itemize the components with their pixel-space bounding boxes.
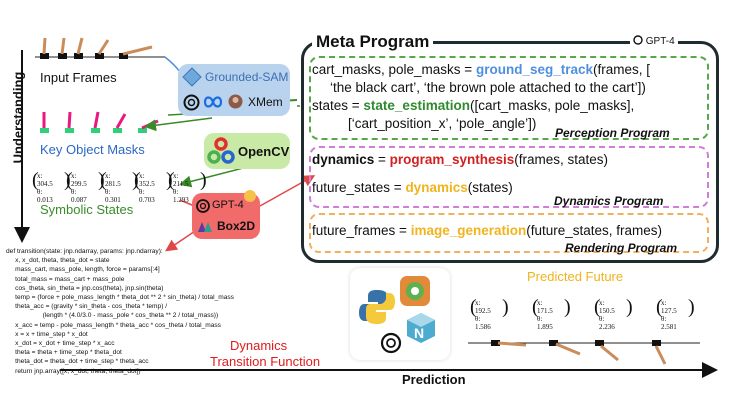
- input-frames-label: Input Frames: [40, 70, 117, 85]
- state-x: x: 171.5: [537, 299, 553, 315]
- opencv-box: OpenCV: [204, 133, 290, 169]
- ground-seg-track-fn: ground_seg_track: [475, 62, 593, 77]
- dynamics-program-title: Dynamics Program: [554, 194, 664, 208]
- state-theta: θ: 0.013: [37, 188, 53, 204]
- transition-label-line-1: Dynamics: [230, 338, 288, 353]
- xmem-label: XMem: [248, 95, 283, 109]
- grounded-sam-label: Grounded-SAM: [205, 70, 289, 84]
- symbolic-states-label: Symbolic States: [40, 202, 134, 217]
- meta-program-title: Meta Program: [312, 32, 434, 52]
- code-text: future_frames =: [312, 223, 411, 238]
- state-theta: θ: 1.895: [537, 315, 553, 331]
- input-frames-strip: [35, 37, 165, 59]
- openai-icon: [183, 94, 200, 111]
- key-object-masks-label: Key Object Masks: [40, 142, 145, 157]
- transition-label: Dynamics Transition Function: [210, 338, 320, 370]
- rendering-tools-panel: N: [350, 268, 450, 360]
- predicted-frames-strip: [468, 340, 700, 365]
- state-x: x: 304.5: [37, 172, 53, 188]
- state-x: x: 281.5: [105, 172, 121, 188]
- code-text: future_states =: [312, 180, 406, 195]
- code-text: ([cart_masks, pole_masks],: [469, 98, 635, 113]
- openai-icon: [633, 35, 643, 45]
- program-synthesis-fn: program_synthesis: [389, 152, 515, 167]
- code-text: =: [374, 152, 390, 167]
- state-x: x: 211.5: [173, 172, 189, 188]
- dynamics-line-1: dynamics = program_synthesis(frames, sta…: [312, 152, 608, 167]
- opencv-label: OpenCV: [238, 144, 290, 159]
- gpt4-badge-label: GPT-4: [645, 36, 675, 47]
- meta-infinity-icon: [203, 96, 223, 108]
- state-estimation-fn: state_estimation: [363, 98, 470, 113]
- perception-line-1: cart_masks, pole_masks = ground_seg_trac…: [312, 62, 650, 77]
- dynamics-line-2: future_states = dynamics(states): [312, 180, 513, 195]
- code-text: states =: [312, 98, 364, 113]
- perception-program-box: [309, 56, 709, 140]
- state-x: x: 352.5: [139, 172, 155, 188]
- code-text: (future_states, frames): [526, 223, 663, 238]
- image-generation-fn: image_generation: [410, 223, 527, 238]
- gpt4-badge: GPT-4: [630, 35, 678, 47]
- grounded-sam-xmem-box: Grounded-SAM XMem: [178, 64, 290, 116]
- state-theta: θ: 0.087: [71, 188, 87, 204]
- prediction-label: Prediction: [402, 372, 466, 387]
- transition-function-code: def transition(state: jnp.ndarray, param…: [6, 248, 234, 375]
- state-theta: θ: 0.703: [139, 188, 155, 204]
- pygame-badge-icon: [244, 190, 256, 202]
- perception-line-3: states = state_estimation([cart_masks, p…: [312, 98, 634, 113]
- perception-line-2: ‘the black cart’, ‘the brown pole attach…: [330, 80, 646, 95]
- perception-program-title: Perception Program: [555, 126, 670, 140]
- python-icon: [359, 290, 395, 324]
- predicted-future-title: Predicted Future: [527, 269, 624, 284]
- meta-program-box: [301, 41, 719, 263]
- rendering-program-title: Rendering Program: [565, 241, 678, 255]
- code-text: cart_masks, pole_masks =: [312, 62, 476, 77]
- perception-line-4: [‘cart_position_x’, ‘pole_angle’]): [348, 116, 537, 131]
- gpt4-box2d-box: GPT-4 Box2D: [192, 190, 260, 239]
- opencv-icon: [207, 137, 235, 164]
- dynamics-program-box: [309, 146, 709, 208]
- state-x: x: 299.5: [71, 172, 87, 188]
- state-theta: θ: 0.301: [105, 188, 121, 204]
- state-theta: θ: 1.586: [475, 315, 491, 331]
- key-object-masks-strip: [40, 111, 159, 133]
- state-theta: θ: 1.293: [173, 188, 189, 204]
- transition-label-line-2: Transition Function: [210, 354, 321, 369]
- dynamics-var: dynamics: [312, 152, 375, 167]
- xmem-avatar-icon: [228, 94, 243, 109]
- state-x: x: 192.5: [475, 299, 491, 315]
- code-text: (frames, states): [514, 152, 608, 167]
- svg-text:N: N: [414, 325, 424, 341]
- box2d-label: Box2D: [217, 219, 256, 233]
- state-x: x: 127.5: [661, 299, 677, 315]
- blender-like-icon: [400, 276, 430, 306]
- code-text: (frames, [: [593, 62, 651, 77]
- gpt4-label: GPT-4: [212, 199, 244, 211]
- grounded-sam-icon: [182, 67, 202, 87]
- openai-icon: [196, 199, 210, 213]
- openai-icon: [380, 332, 402, 354]
- dynamics-fn: dynamics: [405, 180, 468, 195]
- understanding-label: Understanding: [10, 71, 26, 164]
- code-text: (states): [467, 180, 513, 195]
- state-x: x: 150.5: [599, 299, 615, 315]
- rendering-line-1: future_frames = image_generation(future_…: [312, 223, 662, 238]
- state-theta: θ: 2.581: [661, 315, 677, 331]
- jax-icon: [198, 222, 212, 232]
- state-theta: θ: 2.236: [599, 315, 615, 331]
- rendering-program-box: [309, 213, 709, 253]
- numpy-icon: N: [407, 313, 435, 343]
